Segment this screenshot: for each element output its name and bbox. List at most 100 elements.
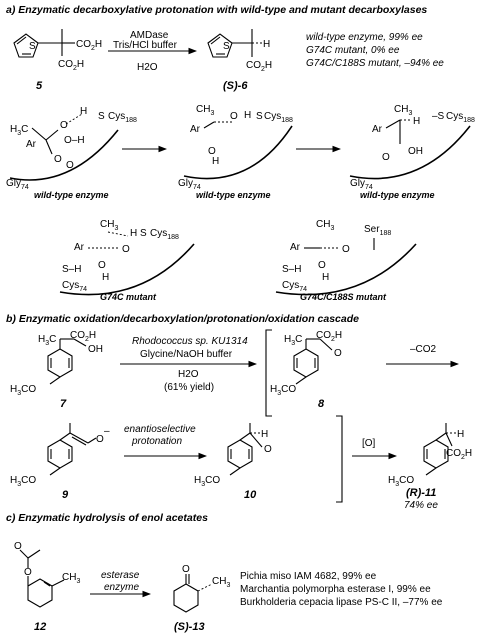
svg-text:H3CO: H3CO <box>10 475 36 488</box>
protonation-label-top: enantioselective <box>124 424 196 435</box>
svg-text:H: H <box>80 106 87 117</box>
svg-text:Cys188: Cys188 <box>446 111 475 124</box>
svg-text:CH3: CH3 <box>62 572 80 585</box>
svg-text:H3CO: H3CO <box>270 384 296 397</box>
compound-9-structure: O – H3CO <box>10 423 110 488</box>
svg-text:CH3: CH3 <box>100 219 118 232</box>
compound-7-label: 7 <box>60 398 67 410</box>
svg-text:CO2H: CO2H <box>246 60 272 73</box>
mechanism-g74c-c188s: CH3 Ser188 Ar O S–H O H Cys74 <box>275 219 417 296</box>
svg-text:O: O <box>24 567 32 578</box>
svg-text:CO2H: CO2H <box>70 330 96 343</box>
svg-text:O–H: O–H <box>64 135 85 146</box>
compound-12-structure: O O CH3 <box>14 541 80 608</box>
reaction-a-reagent-3: H2O <box>137 62 158 73</box>
reaction-b-reagent-2: Glycine/NaOH buffer <box>140 349 233 360</box>
svg-text:O: O <box>208 146 216 157</box>
svg-text:Ar: Ar <box>190 124 201 135</box>
svg-text:O: O <box>318 260 326 271</box>
svg-text:H3CO: H3CO <box>10 384 36 397</box>
svg-text:Ar: Ar <box>290 242 301 253</box>
svg-text:Ar: Ar <box>26 139 37 150</box>
svg-text:O: O <box>182 564 190 575</box>
section-c-header: c) Enzymatic hydrolysis of enol acetates <box>6 512 208 524</box>
reaction-a-result-1: wild-type enzyme, 99% ee <box>306 32 423 43</box>
svg-text:Ar: Ar <box>74 242 85 253</box>
reaction-a-result-3: G74C/C188S mutant, –94% ee <box>306 58 444 69</box>
mechanism-wildtype-2: CH3 Ar O H S Cys188 O H Gly74 <box>178 104 293 191</box>
mechanism-double-label: G74C/C188S mutant <box>300 292 387 302</box>
svg-text:CH3: CH3 <box>394 104 412 117</box>
compound-9-label: 9 <box>62 489 69 501</box>
svg-text:S: S <box>29 41 36 52</box>
mechanism-g74c: CH3 H S Cys188 Ar O S–H O H Cys74 <box>59 219 195 296</box>
svg-text:CH3: CH3 <box>316 219 334 232</box>
svg-text:S: S <box>98 111 105 122</box>
reaction-b-reagent-3: H2O <box>178 369 199 380</box>
compound-5-structure: S CO2H CO2H <box>13 29 102 72</box>
svg-text:H3C: H3C <box>10 124 28 137</box>
svg-text:O: O <box>54 154 62 165</box>
svg-text:Ser188: Ser188 <box>364 224 391 237</box>
svg-text:–: – <box>104 426 110 437</box>
svg-text:CO2H: CO2H <box>316 330 342 343</box>
bracket-right <box>336 415 343 503</box>
svg-text:H: H <box>322 272 329 283</box>
oxidation-label: [O] <box>362 438 376 449</box>
reaction-a-reagent-2: Tris/HCl buffer <box>113 40 178 51</box>
compound-13-structure: O CH3 <box>173 564 230 613</box>
reaction-b-reagent-1: Rhodococcus sp. KU1314 <box>132 336 248 347</box>
compound-11-ee: 74% ee <box>404 500 438 511</box>
svg-text:Cys188: Cys188 <box>150 228 179 241</box>
svg-text:H: H <box>212 156 219 167</box>
svg-text:O: O <box>264 444 272 455</box>
svg-text:O: O <box>14 541 22 552</box>
svg-text:H: H <box>244 110 251 121</box>
svg-text:O: O <box>96 434 104 445</box>
svg-text:CH3: CH3 <box>196 104 214 117</box>
svg-text:O: O <box>122 244 130 255</box>
compound-5-label: 5 <box>36 80 43 92</box>
mechanism-wildtype-label-2: wild-type enzyme <box>196 190 271 200</box>
reaction-c-result-2: Marchantia polymorpha esterase I, 99% ee <box>240 584 431 595</box>
reaction-a-reagent-1: AMDase <box>130 30 169 41</box>
svg-text:S–H: S–H <box>282 264 301 275</box>
compound-6-label: (S)-6 <box>223 80 248 92</box>
compound-11-structure: H CO2H H3CO <box>388 423 472 488</box>
compound-11-label: (R)-11 <box>406 487 436 499</box>
compound-8-label: 8 <box>318 398 325 410</box>
reaction-b-reagent-4: (61% yield) <box>164 382 214 393</box>
svg-text:S: S <box>140 228 147 239</box>
svg-text:H: H <box>413 116 420 127</box>
mechanism-wildtype-3: CH3 Ar H O OH –S Cys188 Gly74 <box>349 104 475 191</box>
compound-12-label: 12 <box>34 621 46 633</box>
svg-text:O: O <box>342 244 350 255</box>
svg-text:Ar: Ar <box>372 124 383 135</box>
svg-text:CH3: CH3 <box>212 576 230 589</box>
svg-text:H3C: H3C <box>38 334 56 347</box>
svg-text:S: S <box>223 41 230 52</box>
svg-text:H3CO: H3CO <box>388 475 414 488</box>
svg-text:S–H: S–H <box>62 264 81 275</box>
svg-text:O: O <box>98 260 106 271</box>
reaction-c-result-1: Pichia miso IAM 4682, 99% ee <box>240 571 377 582</box>
svg-text:–S: –S <box>432 111 445 122</box>
compound-8-structure: H3C CO2H O H3CO <box>270 330 342 397</box>
svg-text:H3CO: H3CO <box>194 475 220 488</box>
mechanism-g74c-label: G74C mutant <box>100 292 157 302</box>
svg-text:O: O <box>334 348 342 359</box>
svg-text:Cys74: Cys74 <box>62 280 87 293</box>
svg-text:CO2H: CO2H <box>58 59 84 72</box>
svg-text:Cys188: Cys188 <box>108 111 137 124</box>
svg-text:O: O <box>230 111 238 122</box>
svg-text:Cys188: Cys188 <box>264 111 293 124</box>
reaction-c-reagent-2: enzyme <box>104 582 139 593</box>
svg-text:CO2H: CO2H <box>446 448 472 461</box>
compound-7-structure: H3C CO2H OH H3CO <box>10 330 103 397</box>
svg-text:O: O <box>60 120 68 131</box>
svg-text:OH: OH <box>408 146 423 157</box>
svg-text:H: H <box>261 429 268 440</box>
mechanism-wildtype-label-3: wild-type enzyme <box>360 190 435 200</box>
reaction-c-reagent-1: esterase <box>101 570 140 581</box>
